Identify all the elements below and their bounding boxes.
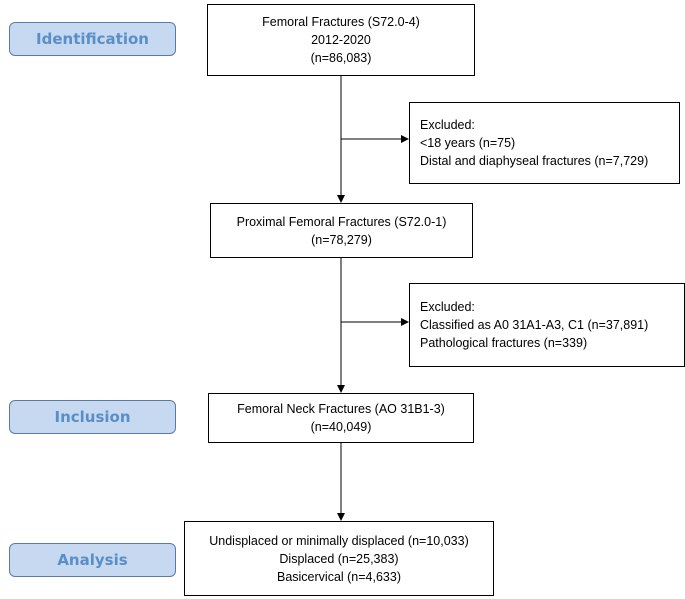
stage-analysis-label: Analysis <box>57 551 128 569</box>
box-proximal-line-2: (n=78,279) <box>311 232 372 247</box>
stage-identification-label: Identification <box>36 30 149 48</box>
box-neck-line-1: Femoral Neck Fractures (AO 31B1-3) <box>237 402 445 416</box>
box-excluded-1: Excluded: <18 years (n=75) Distal and di… <box>409 102 680 184</box>
box-excluded-2-line-1: Excluded: <box>420 300 475 314</box>
box-proximal-fractures: Proximal Femoral Fractures (S72.0-1) (n=… <box>210 203 473 258</box>
box-neck-fractures: Femoral Neck Fractures (AO 31B1-3) (n=40… <box>208 393 474 443</box>
box-excluded-2-line-3: Pathological fractures (n=339) <box>420 336 588 350</box>
box-femoral-fractures: Femoral Fractures (S72.0-4) 2012-2020 (n… <box>207 4 475 76</box>
box-excluded-1-line-1: Excluded: <box>420 118 475 132</box>
stage-inclusion: Inclusion <box>9 400 176 434</box>
box-analysis-line-1: Undisplaced or minimally displaced (n=10… <box>209 533 469 548</box>
stage-analysis: Analysis <box>9 543 176 577</box>
box-excluded-2-line-2: Classified as A0 31A1-A3, C1 (n=37,891) <box>420 318 649 332</box>
stage-inclusion-label: Inclusion <box>54 408 131 426</box>
stage-identification: Identification <box>9 22 176 56</box>
box-proximal-line-1: Proximal Femoral Fractures (S72.0-1) <box>236 214 447 229</box>
box-analysis: Undisplaced or minimally displaced (n=10… <box>184 521 494 596</box>
box-excluded-1-line-2: <18 years (n=75) <box>420 136 516 150</box>
box-neck-line-2: (n=40,049) <box>310 420 372 434</box>
box-femoral-line-1: Femoral Fractures (S72.0-4) <box>262 15 420 29</box>
box-analysis-line-2: Displaced (n=25,383) <box>279 551 399 566</box>
box-excluded-2: Excluded: Classified as A0 31A1-A3, C1 (… <box>409 283 685 367</box>
box-femoral-line-3: (n=86,083) <box>310 51 372 65</box>
box-femoral-line-2: 2012-2020 <box>311 33 371 47</box>
box-excluded-1-line-3: Distal and diaphyseal fractures (n=7,729… <box>420 154 649 168</box>
box-analysis-line-3: Basicervical (n=4,633) <box>276 569 402 584</box>
